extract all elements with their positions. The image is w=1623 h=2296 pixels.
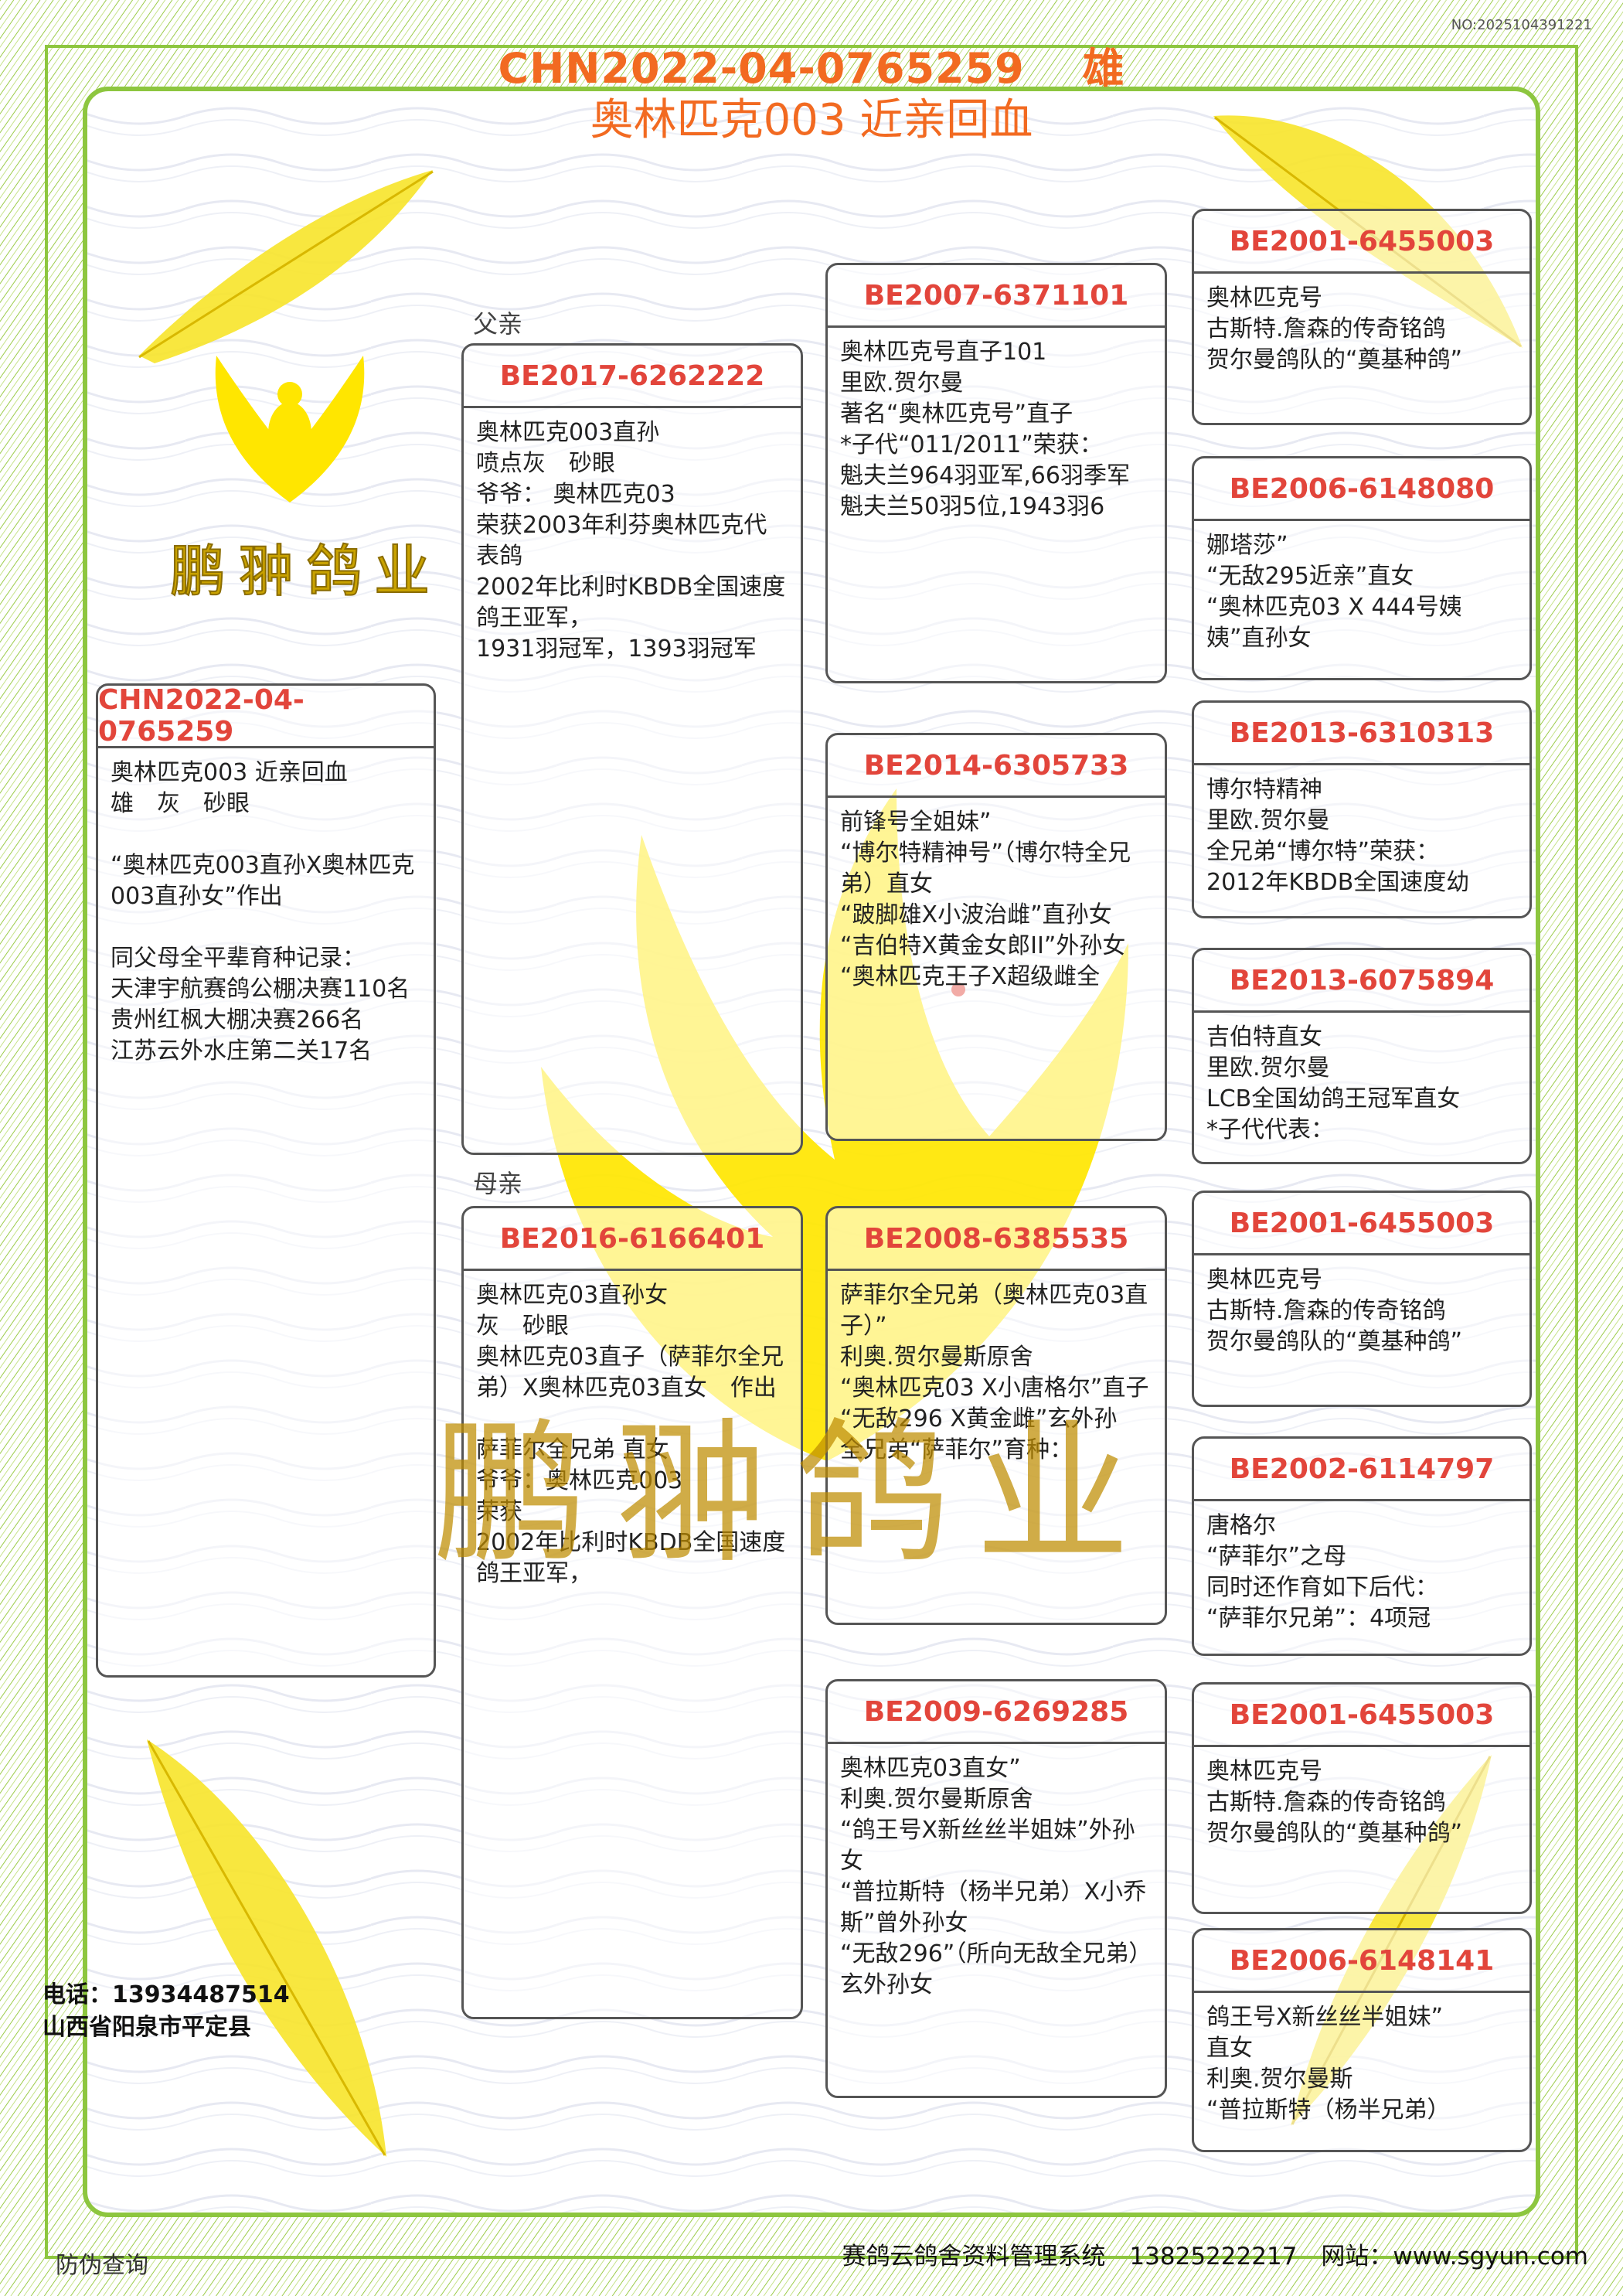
anti-fake-query-link[interactable]: 防伪查询: [56, 2252, 148, 2279]
subject-card: CHN2022-04-0765259 奥林匹克003 近亲回血 雄 灰 砂眼 “…: [96, 683, 436, 1678]
grandparent-card: BE2009-6269285 奥林匹克03直女” 利奥.贺尔曼斯原舍 “鸽王号X…: [825, 1679, 1167, 2098]
grandparent-text: 萨菲尔全兄弟（奥林匹克03直子）” 利奥.贺尔曼斯原舍 “奥林匹克03 X小唐格…: [840, 1282, 1149, 1463]
grandparent-card: BE2007-6371101 奥林匹克号直子101 里欧.贺尔曼 著名“奥林匹克…: [825, 263, 1167, 683]
great-grandparent-card: BE2006-6148080 娜塔莎” “无敌295近亲”直女 “奥林匹克03 …: [1192, 456, 1532, 680]
great-grandparent-text: 鸽王号X新丝丝半姐妹” 直女 利奥.贺尔曼斯 “普拉斯特（杨半兄弟）: [1206, 2004, 1451, 2124]
logo-text: 鹏翀鸽业: [169, 538, 443, 605]
mother-label: 母亲: [473, 1169, 523, 1198]
great-grandparent-text: 奥林匹克号 古斯特.詹森的传奇铭鸽 贺尔曼鸽队的“奠基种鸽”: [1206, 1758, 1463, 1847]
great-grandparent-card: BE2001-6455003 奥林匹克号 古斯特.詹森的传奇铭鸽 贺尔曼鸽队的“…: [1192, 1191, 1532, 1407]
mother-ring: BE2016-6166401: [464, 1208, 801, 1271]
mother-card: BE2016-6166401 奥林匹克03直孙女 灰 砂眼 奥林匹克03直子（萨…: [461, 1206, 803, 2019]
logo-bird-icon: [215, 356, 365, 502]
subject-text: 奥林匹克003 近亲回血 雄 灰 砂眼 “奥林匹克003直孙X奥林匹克003直孙…: [111, 759, 415, 1065]
feather-icon: [138, 170, 434, 363]
great-grandparent-ring: BE2006-6148080: [1194, 458, 1529, 521]
grandparent-text: 前锋号全姐妹” “博尔特精神号”（博尔特全兄弟）直女 “跛脚雄X小波治雌”直孙女…: [840, 809, 1131, 990]
great-grandparent-ring: BE2013-6075894: [1194, 950, 1529, 1013]
great-grandparent-ring: BE2006-6148141: [1194, 1930, 1529, 1993]
great-grandparent-card: BE2013-6075894 吉伯特直女 里欧.贺尔曼 LCB全国幼鸽王冠军直女…: [1192, 948, 1532, 1164]
contact-address: 山西省阳泉市平定县: [43, 2014, 251, 2041]
grandparent-text: 奥林匹克号直子101 里欧.贺尔曼 著名“奥林匹克号”直子 *子代“011/20…: [840, 339, 1130, 520]
grandparent-ring: BE2009-6269285: [828, 1681, 1165, 1744]
great-grandparent-card: BE2013-6310313 博尔特精神 里欧.贺尔曼 全兄弟“博尔特”荣获： …: [1192, 700, 1532, 918]
grandparent-ring: BE2007-6371101: [828, 265, 1165, 328]
footer-system-info: 赛鸽云鸽舍资料管理系统 13825222217 网站：www.sgyun.com: [842, 2243, 1588, 2270]
grandparent-text: 奥林匹克03直女” 利奥.贺尔曼斯原舍 “鸽王号X新丝丝半姐妹”外孙女 “普拉斯…: [840, 1755, 1152, 1998]
great-grandparent-ring: BE2002-6114797: [1194, 1439, 1529, 1501]
great-grandparent-ring: BE2001-6455003: [1194, 1685, 1529, 1747]
feather-icon: [147, 1739, 386, 2157]
grandparent-card: BE2014-6305733 前锋号全姐妹” “博尔特精神号”（博尔特全兄弟）直…: [825, 733, 1167, 1141]
document-number: NO:2025104391221: [1451, 17, 1592, 33]
title-name: 奥林匹克003 近亲回血: [590, 95, 1033, 145]
grandparent-card: BE2008-6385535 萨菲尔全兄弟（奥林匹克03直子）” 利奥.贺尔曼斯…: [825, 1206, 1167, 1625]
great-grandparent-card: BE2001-6455003 奥林匹克号 古斯特.詹森的传奇铭鸽 贺尔曼鸽队的“…: [1192, 1682, 1532, 1914]
great-grandparent-ring: BE2001-6455003: [1194, 1193, 1529, 1255]
great-grandparent-text: 奥林匹克号 古斯特.詹森的传奇铭鸽 贺尔曼鸽队的“奠基种鸽”: [1206, 284, 1463, 373]
contact-info: 电话：13934487514 山西省阳泉市平定县: [43, 1979, 290, 2044]
grandparent-ring: BE2008-6385535: [828, 1208, 1165, 1271]
subject-ring: CHN2022-04-0765259: [98, 686, 434, 748]
father-card: BE2017-6262222 奥林匹克003直孙 喷点灰 砂眼 爷爷： 奥林匹克…: [461, 343, 803, 1155]
great-grandparent-text: 娜塔莎” “无敌295近亲”直女 “奥林匹克03 X 444号姨姨”直孙女: [1206, 532, 1462, 652]
title-ring-sex: CHN2022-04-0765259 雄: [498, 44, 1125, 93]
grandparent-ring: BE2014-6305733: [828, 735, 1165, 798]
great-grandparent-ring: BE2013-6310313: [1194, 703, 1529, 765]
great-grandparent-ring: BE2001-6455003: [1194, 211, 1529, 274]
great-grandparent-text: 吉伯特直女 里欧.贺尔曼 LCB全国幼鸽王冠军直女 *子代代表：: [1206, 1024, 1461, 1143]
contact-phone: 电话：13934487514: [43, 1981, 290, 2008]
great-grandparent-text: 奥林匹克号 古斯特.詹森的传奇铭鸽 贺尔曼鸽队的“奠基种鸽”: [1206, 1266, 1463, 1355]
father-text: 奥林匹克003直孙 喷点灰 砂眼 爷爷： 奥林匹克03 荣获2003年利芬奥林匹…: [476, 419, 786, 663]
father-ring: BE2017-6262222: [464, 346, 801, 408]
great-grandparent-card: BE2001-6455003 奥林匹克号 古斯特.詹森的传奇铭鸽 贺尔曼鸽队的“…: [1192, 209, 1532, 425]
great-grandparent-card: BE2006-6148141 鸽王号X新丝丝半姐妹” 直女 利奥.贺尔曼斯 “普…: [1192, 1928, 1532, 2152]
great-grandparent-text: 博尔特精神 里欧.贺尔曼 全兄弟“博尔特”荣获： 2012年KBDB全国速度幼: [1206, 776, 1470, 896]
great-grandparent-card: BE2002-6114797 唐格尔 “萨菲尔”之母 同时还作育如下后代： “萨…: [1192, 1436, 1532, 1656]
mother-text: 奥林匹克03直孙女 灰 砂眼 奥林匹克03直子（萨菲尔全兄弟）X奥林匹克03直女…: [476, 1282, 786, 1587]
great-grandparent-text: 唐格尔 “萨菲尔”之母 同时还作育如下后代： “萨菲尔兄弟”：4项冠: [1206, 1512, 1438, 1632]
father-label: 父亲: [473, 309, 523, 339]
